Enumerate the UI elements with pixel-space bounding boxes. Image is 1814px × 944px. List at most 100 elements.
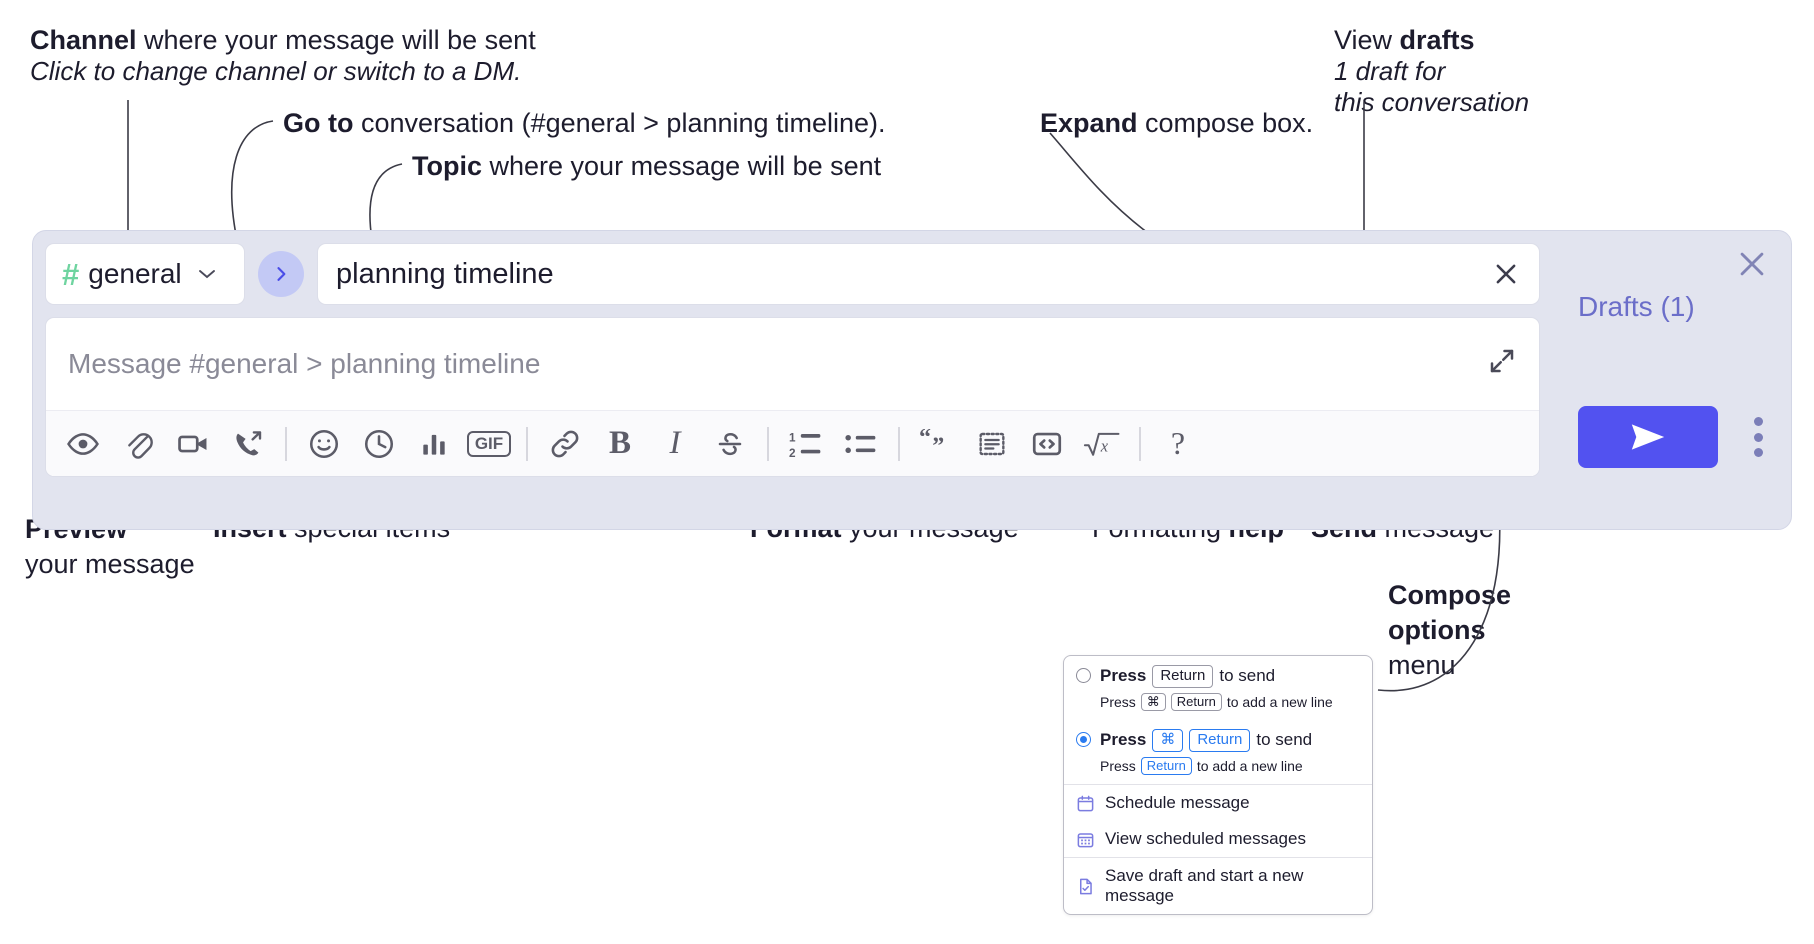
italic-label: I: [669, 425, 681, 461]
italic-icon[interactable]: I: [652, 421, 698, 467]
clock-icon[interactable]: [356, 421, 402, 467]
menu-item-save-draft[interactable]: Save draft and start a new message: [1064, 858, 1372, 914]
annotation-compose-bold2: options: [1388, 615, 1486, 646]
menu-divider: [1064, 784, 1372, 785]
option1-subline: Press ⌘ Return to add a new line: [1064, 690, 1372, 720]
dot: [1753, 432, 1763, 442]
option1-sub-tail: to add a new line: [1226, 693, 1333, 710]
annotation-compose-bold1: Compose: [1388, 580, 1512, 610]
annotation-drafts-line3: this conversation: [1334, 87, 1530, 117]
annotation-expand: Expand compose box.: [1040, 107, 1313, 140]
option2-sub-press: Press: [1100, 757, 1136, 774]
audio-call-icon[interactable]: [225, 421, 271, 467]
video-icon[interactable]: [170, 421, 216, 467]
send-paper-plane-icon: [1631, 424, 1665, 450]
ordered-list-icon[interactable]: 1 2: [783, 421, 829, 467]
preview-icon[interactable]: [60, 421, 106, 467]
annotation-expand-bold: Expand: [1040, 108, 1138, 138]
option2-press: Press: [1100, 730, 1147, 750]
close-compose-button[interactable]: [1735, 247, 1769, 286]
expand-icon: [1490, 349, 1514, 373]
expand-compose-button[interactable]: [1487, 346, 1517, 383]
toolbar-divider: [898, 426, 900, 461]
gif-icon[interactable]: GIF: [466, 421, 512, 467]
menu-item-view-scheduled-messages[interactable]: View scheduled messages: [1064, 821, 1372, 857]
drafts-link[interactable]: Drafts (1): [1578, 291, 1695, 322]
annotation-drafts-line2: 1 draft for: [1334, 56, 1446, 86]
gif-label: GIF: [466, 430, 512, 457]
toolbar-divider: [1139, 426, 1141, 461]
annotation-drafts-title: View drafts: [1334, 24, 1475, 57]
key-return: Return: [1189, 729, 1251, 752]
link-icon[interactable]: [542, 421, 588, 467]
menu-option-cmd-return-to-send[interactable]: Press ⌘ Return to send: [1064, 720, 1372, 754]
code-icon[interactable]: [1024, 421, 1070, 467]
radio-unselected[interactable]: [1076, 668, 1091, 683]
annotation-channel-sub: Click to change channel or switch to a D…: [30, 56, 522, 86]
channel-name: general: [88, 258, 182, 289]
menu-item-schedule-message[interactable]: Schedule message: [1064, 785, 1372, 821]
bold-icon[interactable]: B: [597, 421, 643, 467]
option2-tail: to send: [1256, 730, 1313, 750]
chevron-right-icon: [277, 267, 286, 281]
annotation-preview-rest: your message: [25, 548, 195, 579]
clear-topic-button[interactable]: [1491, 259, 1521, 289]
annotation-topic-bold: Topic: [412, 151, 482, 181]
option2-sub-tail: to add a new line: [1196, 757, 1303, 774]
compose-header-row: # general planning timeline: [45, 243, 1540, 305]
message-input[interactable]: Message #general > planning timeline: [46, 318, 1539, 410]
svg-text:1: 1: [789, 431, 796, 444]
menu-option-return-to-send[interactable]: Press Return to send: [1064, 656, 1372, 690]
bold-label: B: [608, 425, 631, 461]
menu-divider: [1064, 857, 1372, 858]
poll-icon[interactable]: [411, 421, 457, 467]
key-return: Return: [1152, 665, 1214, 688]
latex-icon[interactable]: x: [1079, 421, 1125, 467]
emoji-icon[interactable]: [301, 421, 347, 467]
svg-text:x: x: [1100, 436, 1109, 455]
option1-press: Press: [1100, 666, 1147, 686]
annotation-channel-bold: Channel: [30, 25, 137, 55]
attachment-icon[interactable]: [115, 421, 161, 467]
option2-subline: Press Return to add a new line: [1064, 754, 1372, 784]
key-return: Return: [1140, 756, 1192, 775]
radio-selected[interactable]: [1076, 732, 1091, 747]
annotation-channel-title: Channel where your message will be sent: [30, 24, 536, 57]
option1-line: Press Return to send: [1100, 665, 1275, 688]
annotation-goto: Go to conversation (#general > planning …: [283, 107, 886, 140]
formatting-toolbar: GIF B I: [46, 410, 1539, 476]
menu-item-label: Save draft and start a new message: [1105, 866, 1304, 905]
channel-selector-button[interactable]: # general: [45, 243, 245, 305]
annotation-expand-rest: compose box.: [1137, 108, 1314, 138]
dot: [1753, 448, 1763, 457]
option2-line: Press ⌘ Return to send: [1100, 729, 1312, 752]
svg-text:“: “: [919, 429, 931, 451]
key-command: ⌘: [1152, 729, 1184, 752]
compose-options-button[interactable]: [1743, 413, 1773, 461]
annotation-goto-rest: conversation (#general > planning timeli…: [353, 108, 886, 138]
blockquote-icon[interactable]: “ ”: [914, 421, 960, 467]
menu-item-label: Schedule message: [1105, 793, 1250, 812]
message-placeholder: Message #general > planning timeline: [68, 348, 541, 379]
annotation-compose-rest: menu: [1388, 650, 1456, 681]
hash-icon: #: [62, 256, 80, 292]
toolbar-divider: [285, 426, 287, 461]
toolbar-divider: [526, 426, 528, 461]
strikethrough-icon[interactable]: [707, 421, 753, 467]
annotation-goto-bold: Go to: [283, 108, 354, 138]
option1-tail: to send: [1219, 666, 1276, 686]
bulleted-list-icon[interactable]: [838, 421, 884, 467]
code-block-icon[interactable]: [969, 421, 1015, 467]
key-command: ⌘: [1140, 692, 1166, 711]
annotation-topic-rest: where your message will be sent: [482, 151, 882, 181]
menu-item-label: View scheduled messages: [1105, 829, 1306, 848]
key-return: Return: [1170, 692, 1222, 711]
annotation-channel-rest: where your message will be sent: [136, 25, 536, 55]
dot: [1753, 417, 1763, 426]
goto-conversation-button[interactable]: [258, 251, 304, 297]
help-icon[interactable]: ?: [1155, 421, 1201, 467]
toolbar-divider: [767, 426, 769, 461]
send-message-button[interactable]: [1578, 406, 1718, 468]
topic-input[interactable]: planning timeline: [317, 243, 1540, 305]
annotation-topic: Topic where your message will be sent: [412, 150, 881, 183]
